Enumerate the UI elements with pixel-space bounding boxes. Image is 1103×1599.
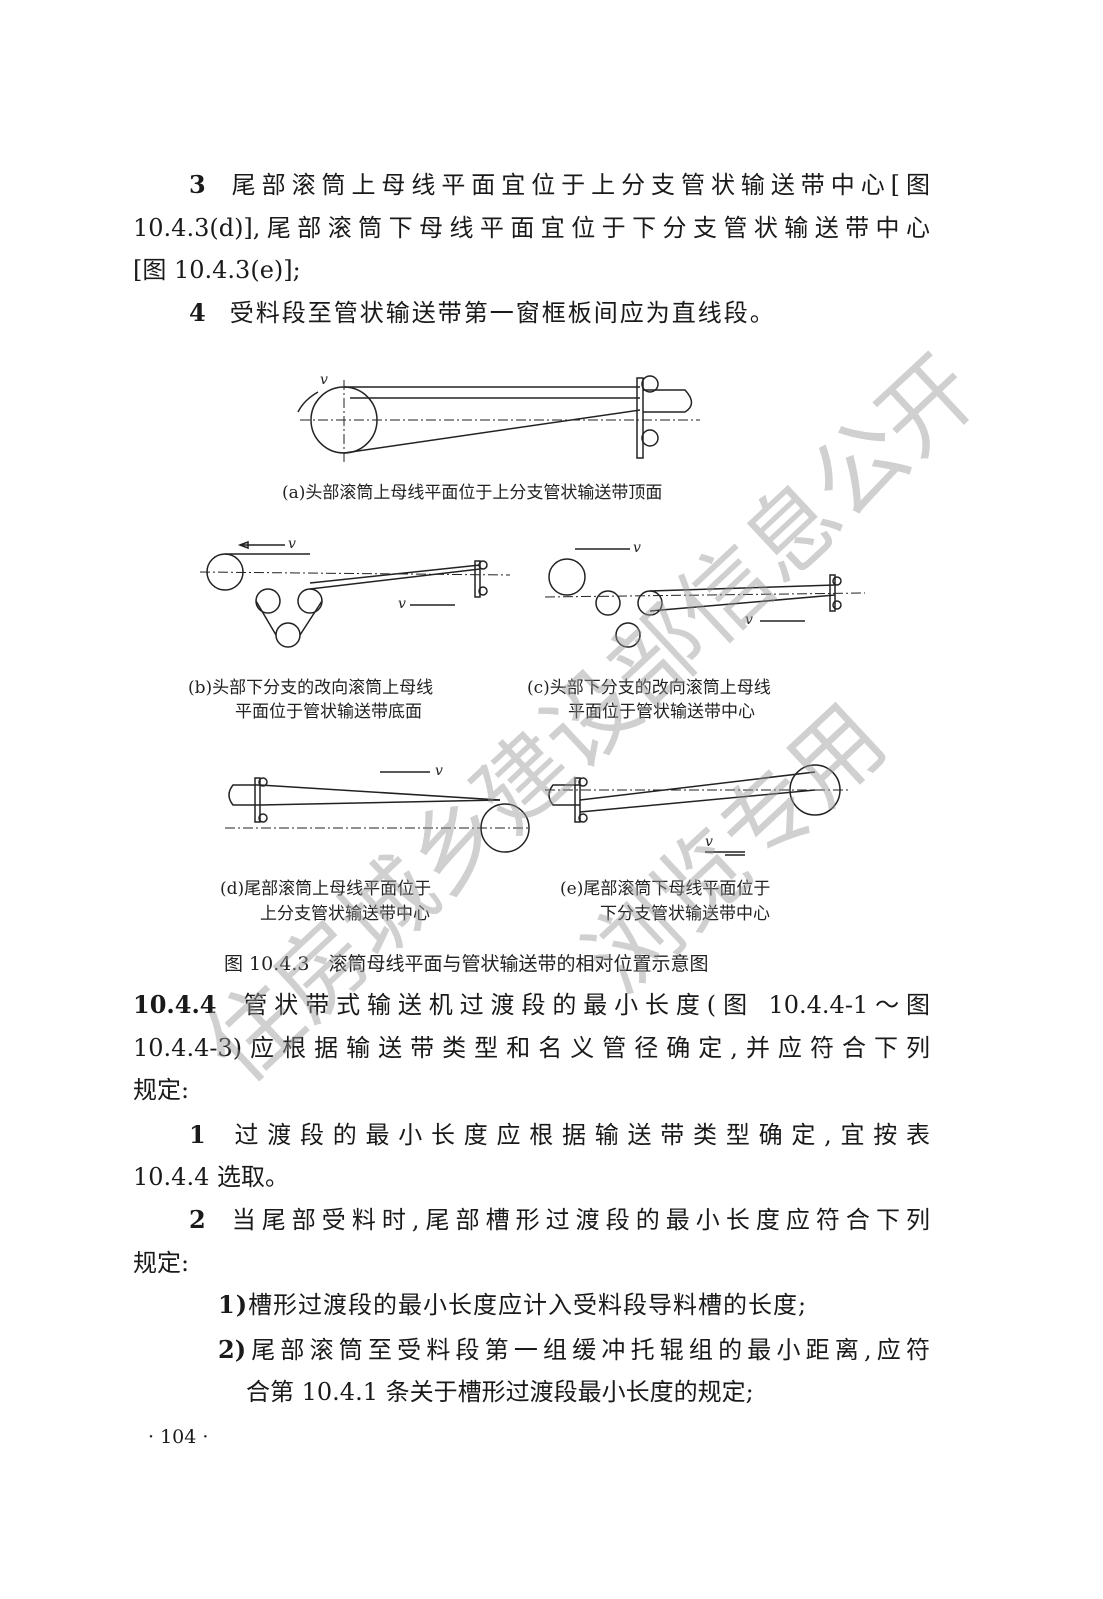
p3-line2: 10.4.3(d)],尾部滚筒下母线平面宜位于下分支管状输送带中心 [133, 214, 930, 242]
caption-b-line2: 平面位于管状输送带底面 [235, 702, 422, 722]
item-number: 2 [189, 1205, 206, 1234]
svg-text:v: v [288, 536, 296, 552]
p4-line1: 4 受料段至管状输送带第一窗框板间应为直线段。 [189, 298, 776, 328]
caption-e-line2: 下分支管状输送带中心 [600, 904, 770, 924]
text: 槽形过渡段的最小长度应计入受料段导料槽的长度; [248, 1291, 808, 1319]
s-line2: 10.4.4-3)应根据输送带类型和名义管径确定,并应符合下列 [133, 1034, 930, 1062]
page-number: · 104 · [148, 1426, 209, 1448]
i2-line2: 规定: [133, 1249, 190, 1277]
caption-a: (a)头部滚筒上母线平面位于上分支管状输送带顶面 [282, 483, 663, 503]
figure-c-diagram: v v [545, 540, 866, 648]
sub-item-number: 1) [218, 1290, 249, 1319]
text: 尾部滚筒至受料段第一组缓冲托辊组的最小距离,应符 [246, 1336, 930, 1364]
caption-d-line2: 上分支管状输送带中心 [260, 904, 430, 924]
figure-title: 图 10.4.3 滚筒母线平面与管状输送带的相对位置示意图 [224, 953, 709, 975]
sub-item-number: 2) [218, 1335, 247, 1364]
sub1-line1: 1)槽形过渡段的最小长度应计入受料段导料槽的长度; [218, 1290, 807, 1320]
i1-line1: 1 过渡段的最小长度应根据输送带类型确定,宜按表 [133, 1120, 930, 1150]
svg-text:v: v [633, 540, 641, 556]
item-number: 4 [189, 298, 206, 327]
svg-text:v: v [745, 612, 753, 628]
i2-line1: 2 当尾部受料时,尾部槽形过渡段的最小长度应符合下列 [133, 1205, 930, 1235]
caption-e-line1: (e)尾部滚筒下母线平面位于 [560, 879, 771, 899]
p3-line1: 3 尾部滚筒上母线平面宜位于上分支管状输送带中心[图 [133, 170, 930, 200]
figure-d-diagram: v [225, 763, 530, 853]
sub2-line2: 合第 10.4.1 条关于槽形过渡段最小长度的规定; [246, 1378, 754, 1406]
p3-line3: [图 10.4.3(e)]; [133, 256, 301, 284]
s-line1: 10.4.4 管状带式输送机过渡段的最小长度(图 10.4.4-1～图 [133, 990, 930, 1020]
svg-text:v: v [705, 834, 713, 850]
svg-text:v: v [435, 763, 443, 779]
figure-b-diagram: v v [200, 536, 511, 648]
text: 管状带式输送机过渡段的最小长度(图 10.4.4-1～图 [236, 991, 930, 1019]
section-number: 10.4.4 [133, 990, 217, 1019]
text: 受料段至管状输送带第一窗框板间应为直线段。 [229, 299, 776, 327]
figure-e-diagram: v [545, 764, 850, 856]
item-number: 3 [189, 170, 206, 199]
velocity-label: v [320, 372, 328, 388]
caption-d-line1: (d)尾部滚筒上母线平面位于 [220, 879, 432, 899]
i1-line2: 10.4.4 选取。 [133, 1163, 289, 1191]
caption-c-line2: 平面位于管状输送带中心 [568, 702, 755, 722]
svg-text:v: v [398, 596, 406, 612]
caption-c-line1: (c)头部下分支的改向滚筒上母线 [527, 678, 771, 698]
text: 过渡段的最小长度应根据输送带类型确定,宜按表 [225, 1121, 930, 1149]
text: 尾部滚筒上母线平面宜位于上分支管状输送带中心[图 [225, 171, 930, 199]
item-number: 1 [189, 1120, 206, 1149]
text: 当尾部受料时,尾部槽形过渡段的最小长度应符合下列 [225, 1206, 930, 1234]
caption-b-line1: (b)头部下分支的改向滚筒上母线 [188, 678, 434, 698]
s-line3: 规定: [133, 1076, 190, 1104]
figure-a-diagram: v [297, 372, 700, 462]
sub2-line1: 2)尾部滚筒至受料段第一组缓冲托辊组的最小距离,应符 [218, 1335, 930, 1365]
